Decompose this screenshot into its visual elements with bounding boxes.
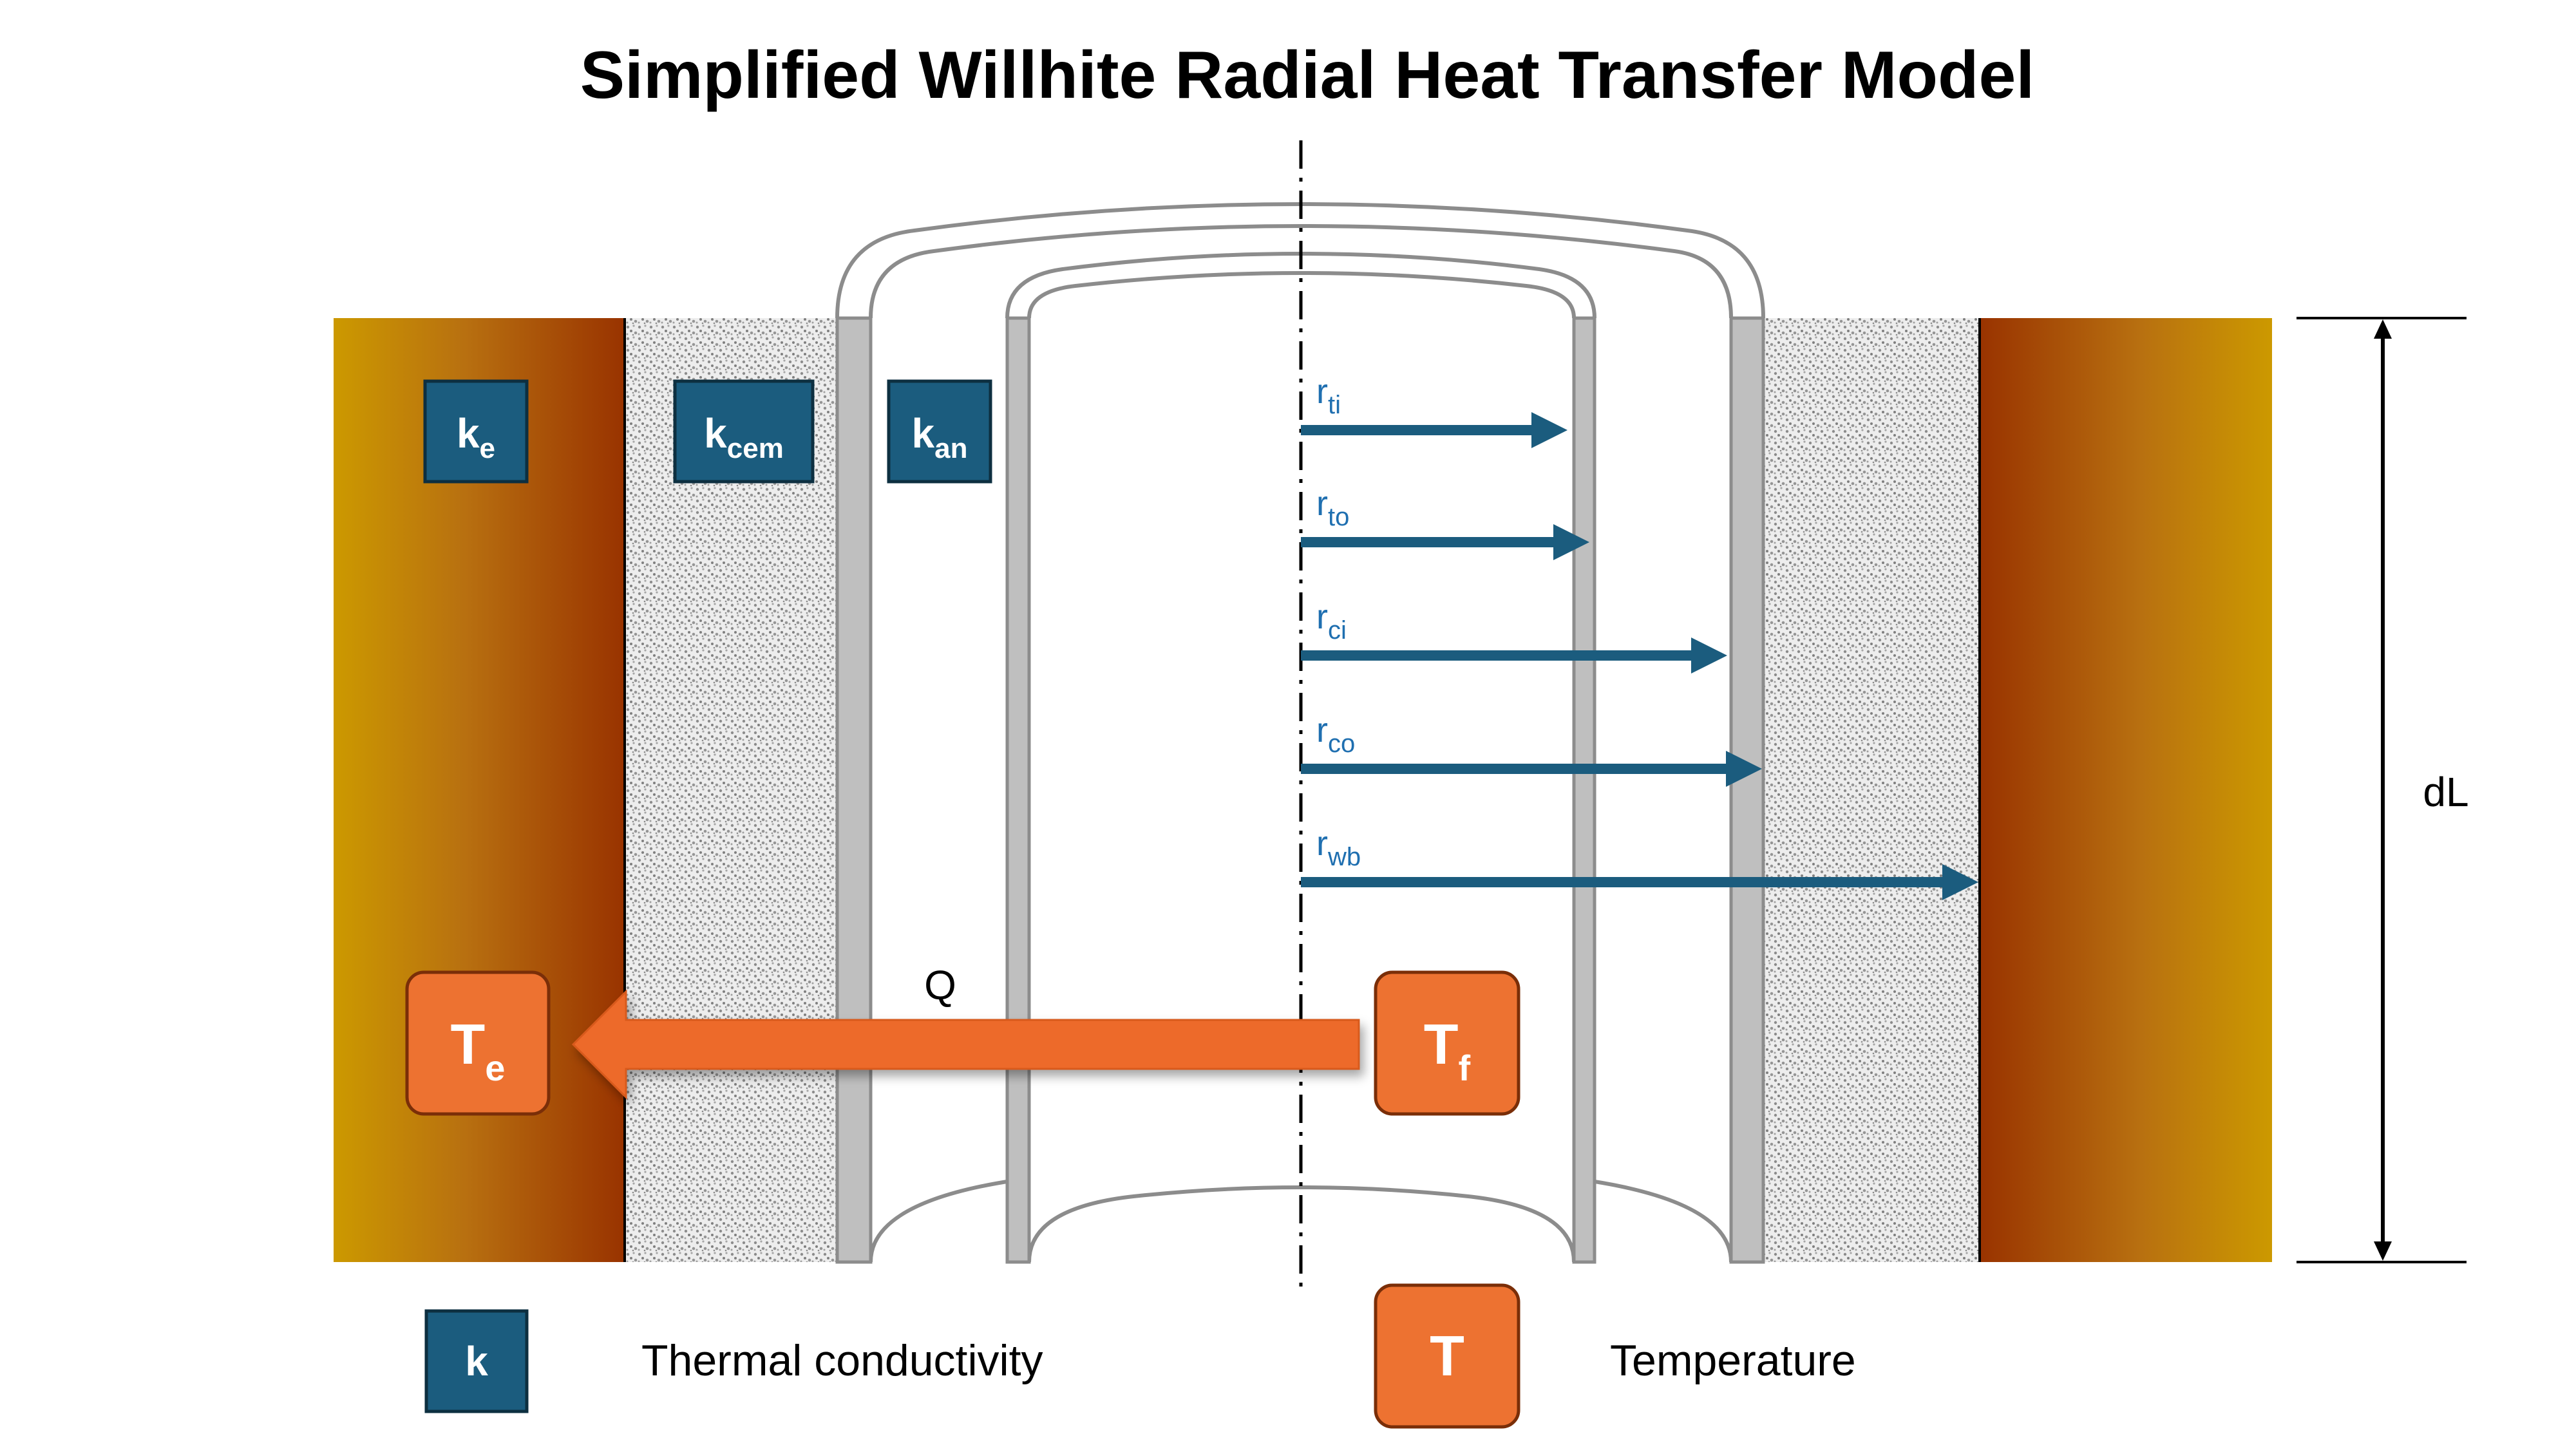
legend-t-symbol: T xyxy=(1430,1324,1464,1388)
k-cement-box: kcem xyxy=(673,379,815,484)
r-co-main: r xyxy=(1316,711,1328,750)
r-to-main: r xyxy=(1316,484,1328,523)
svg-text:kan: kan xyxy=(912,410,968,464)
heat-flow-label: Q xyxy=(924,962,956,1008)
k-cement-main: k xyxy=(704,410,727,457)
r-to-sub: to xyxy=(1328,503,1349,531)
radius-arrow-co: rco xyxy=(1301,711,1762,787)
r-ci-sub: ci xyxy=(1328,616,1347,645)
tubing-wall-left xyxy=(1005,316,1031,1264)
k-earth-box: ke xyxy=(423,379,529,484)
length-label: dL xyxy=(2423,769,2468,815)
r-wb-main: r xyxy=(1316,824,1328,863)
k-earth-main: k xyxy=(457,410,480,457)
casing-wall-right xyxy=(1729,316,1765,1264)
t-earth-main: T xyxy=(451,1012,486,1076)
casing-bottom-arc-right xyxy=(1590,1179,1733,1263)
legend-t: T xyxy=(1374,1283,1520,1429)
radius-arrow-to: rto xyxy=(1301,484,1589,560)
t-fluid-main: T xyxy=(1424,1012,1459,1076)
svg-text:rwb: rwb xyxy=(1316,824,1361,871)
k-cement-sub: cem xyxy=(727,433,784,464)
k-annulus-main: k xyxy=(912,410,935,457)
earth-formation-right xyxy=(1980,318,2272,1262)
k-annulus-box: kan xyxy=(887,379,992,484)
svg-text:rco: rco xyxy=(1316,711,1355,758)
casing-bottom-arc xyxy=(869,1179,1012,1263)
casing-top-rim-inner xyxy=(869,224,1733,319)
t-earth-sub: e xyxy=(485,1048,505,1088)
k-earth-sub: e xyxy=(480,433,495,464)
svg-text:rto: rto xyxy=(1316,484,1349,531)
cement-layer-right xyxy=(1763,318,1980,1262)
svg-text:rci: rci xyxy=(1316,598,1347,645)
casing-wall-left xyxy=(835,316,873,1264)
svg-text:Te: Te xyxy=(451,1012,506,1088)
diagram-title: Simplified Willhite Radial Heat Transfer… xyxy=(580,38,2035,113)
svg-text:rti: rti xyxy=(1316,372,1341,419)
svg-text:ke: ke xyxy=(457,410,495,464)
legend-k-text: Thermal conductivity xyxy=(641,1336,1043,1385)
r-ti-main: r xyxy=(1316,372,1328,411)
tubing-bottom-arc xyxy=(1027,1185,1576,1263)
t-fluid-sub: f xyxy=(1459,1048,1471,1088)
radius-arrow-wb: rwb xyxy=(1301,824,1978,900)
svg-text:Tf: Tf xyxy=(1424,1012,1471,1088)
tubing-top-rim-inner xyxy=(1027,271,1576,319)
temp-fluid-box: Tf xyxy=(1374,970,1520,1116)
legend-k-symbol: k xyxy=(465,1338,488,1384)
radius-arrow-ti: rti xyxy=(1301,372,1567,448)
heat-flow-arrow xyxy=(571,989,1360,1100)
k-annulus-sub: an xyxy=(934,433,967,464)
legend-t-text: Temperature xyxy=(1610,1336,1856,1385)
r-wb-sub: wb xyxy=(1327,843,1361,871)
legend-k: k xyxy=(424,1309,529,1413)
temp-earth-box: Te xyxy=(405,970,551,1116)
tubing-wall-right xyxy=(1572,316,1596,1264)
r-ti-sub: ti xyxy=(1328,391,1341,419)
r-ci-main: r xyxy=(1316,598,1328,636)
radius-arrow-ci: rci xyxy=(1301,598,1727,674)
r-co-sub: co xyxy=(1328,730,1355,758)
svg-text:kcem: kcem xyxy=(704,410,784,464)
